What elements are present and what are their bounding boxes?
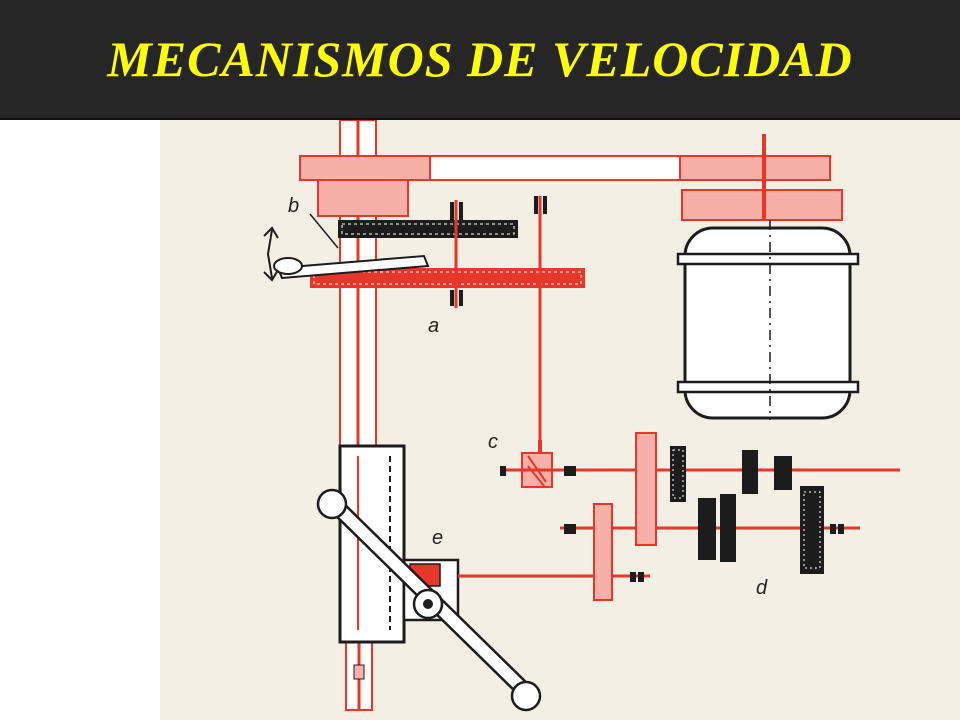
label-e: e (432, 527, 443, 549)
belt-drive (299, 134, 843, 221)
title-bar: MECANISMOS DE VELOCIDAD (0, 0, 960, 120)
label-d: d (756, 577, 768, 599)
shift-lever-b (263, 213, 430, 282)
slide-title: MECANISMOS DE VELOCIDAD (107, 31, 853, 87)
gearbox-d (460, 432, 900, 601)
diagram-svg: b a c e d (160, 120, 960, 720)
upper-change-gears (310, 196, 585, 450)
label-b: b (288, 195, 299, 217)
spindle-pulley (317, 179, 409, 217)
label-a: a (428, 315, 439, 337)
label-c: c (488, 431, 498, 453)
capstan-handle (316, 488, 542, 712)
electric-motor (676, 220, 860, 420)
drill-speed-mechanism-diagram: b a c e d (160, 120, 960, 720)
